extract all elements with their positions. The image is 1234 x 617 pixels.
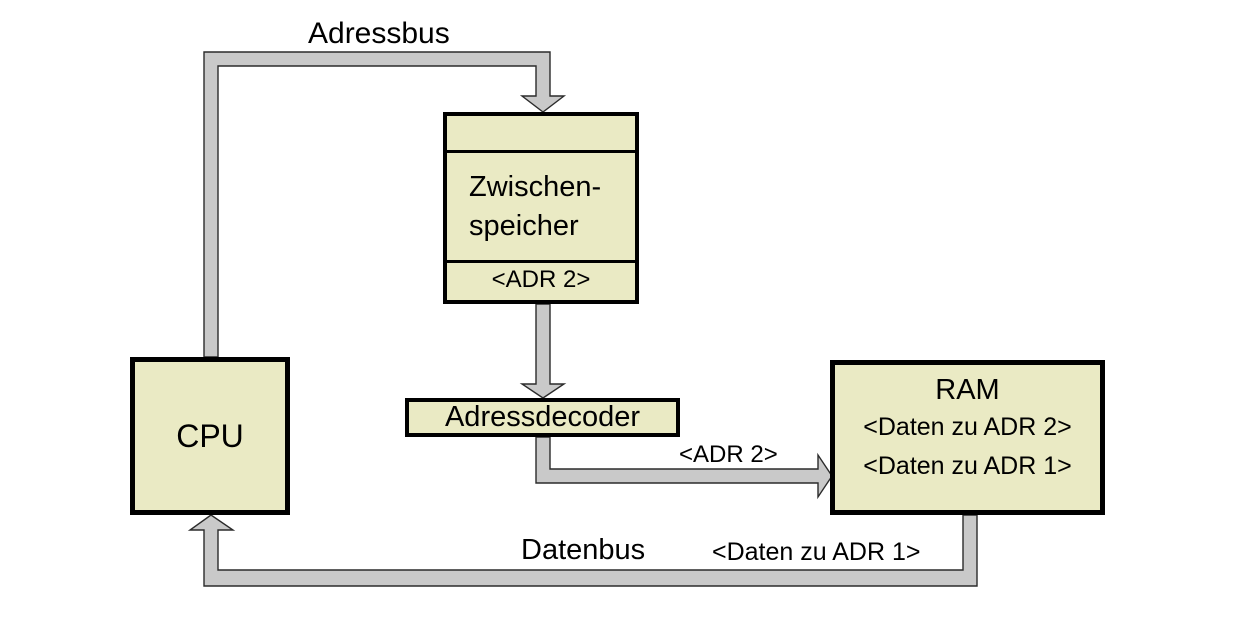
zwischenspeicher-to-adressdecoder-arrow xyxy=(519,303,567,399)
ram-title: RAM xyxy=(935,374,1000,406)
zwischenspeicher-adr-slot: <ADR 2> xyxy=(491,266,591,293)
ram-box: RAM <Daten zu ADR 2> <Daten zu ADR 1> xyxy=(830,360,1105,515)
cpu-label: CPU xyxy=(176,417,244,454)
adr2-on-bus-label: <ADR 2> xyxy=(679,441,778,468)
ram-content-line2: <Daten zu ADR 1> xyxy=(863,452,1072,480)
zwischenspeicher-name-line1: Zwischen- xyxy=(469,171,602,203)
adressdecoder-label: Adressdecoder xyxy=(444,401,641,433)
cpu-box: CPU xyxy=(130,357,290,515)
zwischenspeicher-name: Zwischen- speicher xyxy=(447,153,635,263)
datenbus-label: Datenbus xyxy=(521,534,646,566)
ram-content-line1: <Daten zu ADR 2> xyxy=(863,413,1072,441)
adressbus-label: Adressbus xyxy=(308,17,450,50)
adressbus-pipe xyxy=(203,51,567,358)
zwischenspeicher-name-line2: speicher xyxy=(469,210,579,242)
adressdecoder-box: Adressdecoder xyxy=(405,398,680,437)
datenbus-pipe xyxy=(187,514,978,587)
zwischenspeicher-box: Zwischen- speicher <ADR 2> xyxy=(443,112,639,304)
daten-zu-adr1-on-bus-label: <Daten zu ADR 1> xyxy=(712,538,921,566)
zwischenspeicher-empty-slot xyxy=(447,116,635,153)
adressdecoder-to-ram-arrow xyxy=(535,436,833,500)
